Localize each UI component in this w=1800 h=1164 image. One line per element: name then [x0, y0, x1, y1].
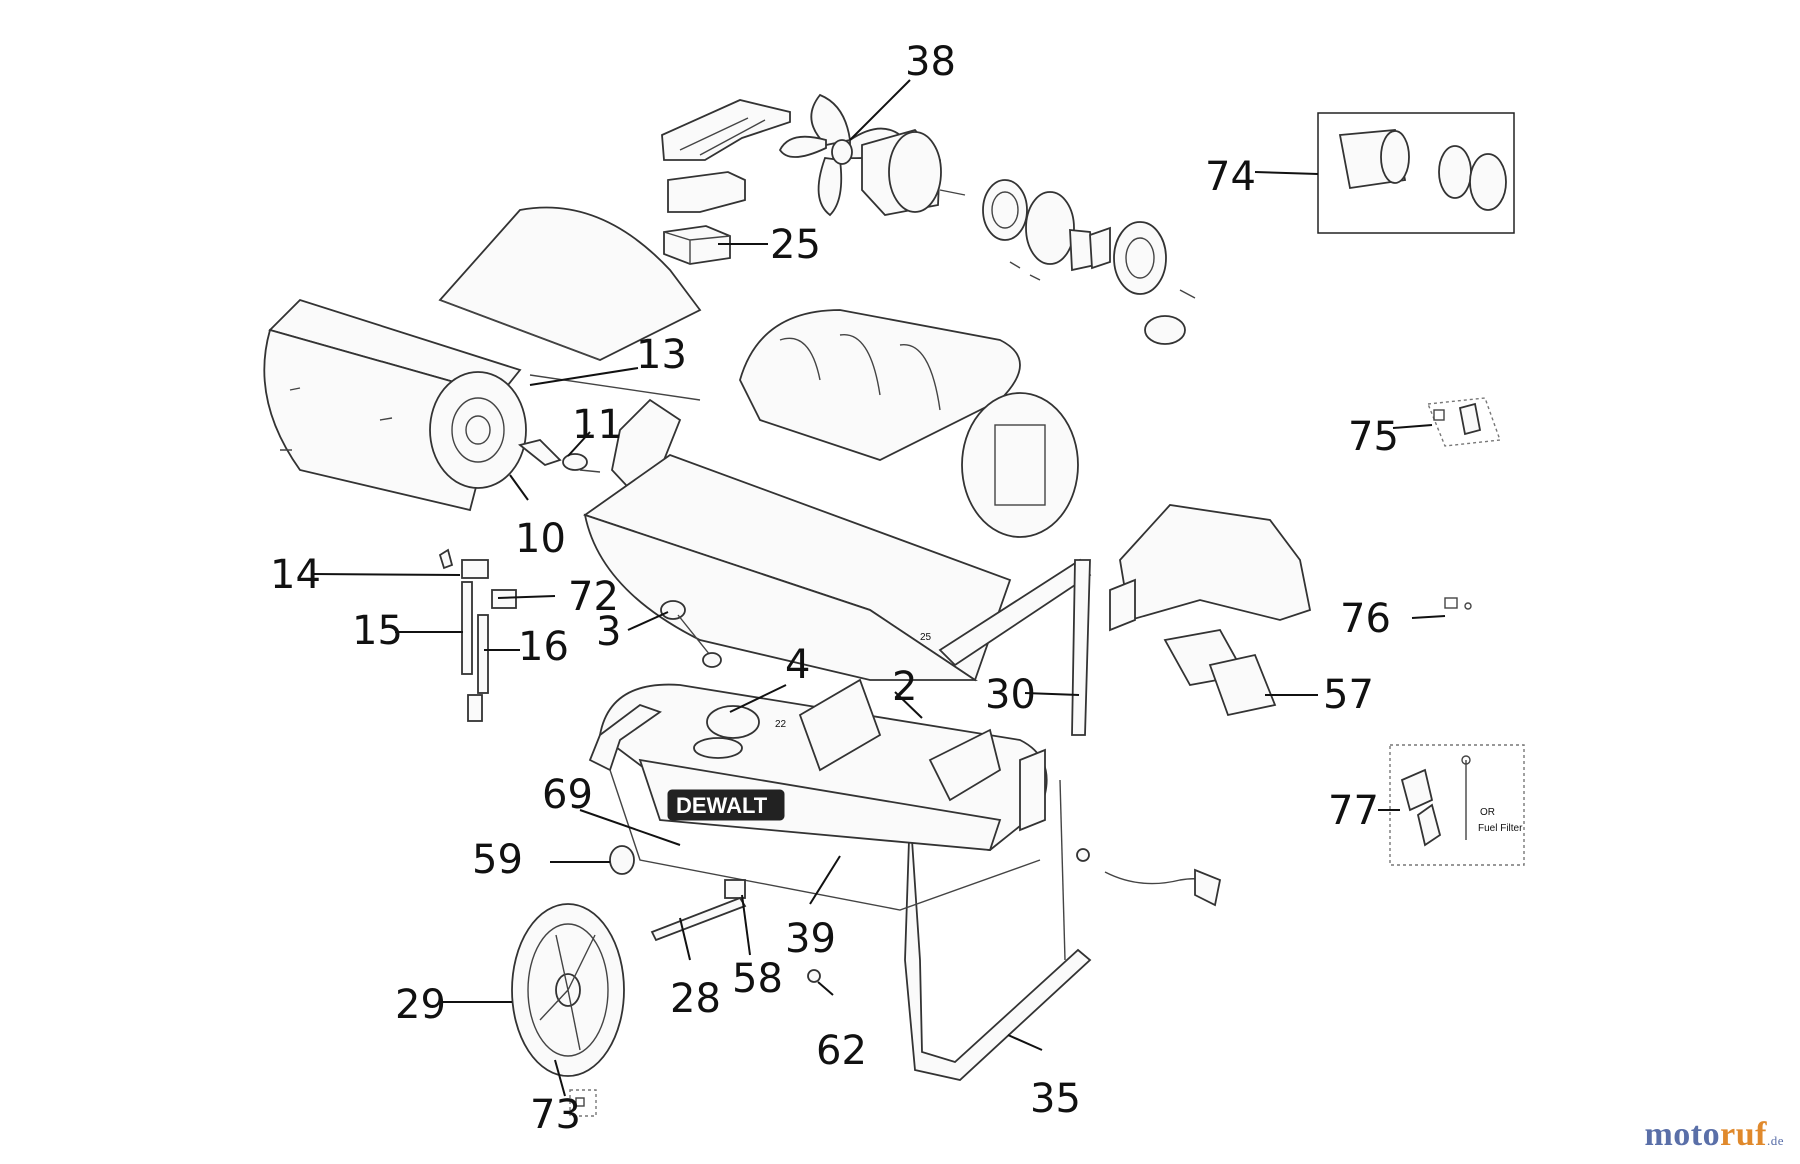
callout-25: 25 — [770, 222, 821, 268]
leader-lines — [311, 79, 1446, 1097]
lower-shell: 25 — [583, 453, 1012, 682]
callout-62: 62 — [816, 1028, 867, 1074]
kit-77: OR Fuel Filter — [1389, 744, 1525, 866]
callout-4: 4 — [785, 642, 810, 688]
cover-plates — [1163, 628, 1277, 717]
callout-69: 69 — [542, 772, 593, 818]
watermark-part-2: ruf — [1720, 1116, 1767, 1153]
callout-75: 75 — [1348, 414, 1399, 460]
kit-75 — [1427, 397, 1501, 447]
callout-38: 38 — [905, 39, 956, 85]
fuel-tank: DEWALT 22 — [599, 678, 1048, 851]
callout-11: 11 — [572, 402, 623, 448]
heat-shield-bracket — [661, 99, 791, 213]
screws-76 — [1444, 597, 1472, 610]
kit-or-label: OR — [1480, 807, 1495, 818]
callout-28: 28 — [670, 976, 721, 1022]
ignition-box — [663, 225, 731, 265]
callout-39: 39 — [785, 916, 836, 962]
watermark-part-1: moto — [1644, 1116, 1721, 1153]
watermark-suffix: .de — [1766, 1133, 1784, 1148]
stamp-b: 22 — [775, 719, 787, 730]
rear-handle — [1109, 504, 1312, 632]
callout-57: 57 — [1323, 672, 1374, 718]
callout-58: 58 — [732, 956, 783, 1002]
fan-housing-shell — [739, 309, 1079, 538]
callout-29: 29 — [395, 982, 446, 1028]
callout-35: 35 — [1030, 1076, 1081, 1122]
watermark-logo: motoruf.de — [1644, 1116, 1784, 1154]
small-parts — [609, 845, 1090, 983]
callout-15: 15 — [352, 608, 403, 654]
brand-text: DEWALT — [676, 793, 768, 818]
callout-74: 74 — [1205, 154, 1256, 200]
power-cord — [1104, 868, 1222, 907]
callout-10: 10 — [515, 516, 566, 562]
electrode-and-nozzle — [518, 374, 701, 502]
stand-frame — [588, 703, 1041, 911]
pump-assembly — [982, 179, 1196, 345]
upper-shell — [438, 206, 702, 361]
callout-77: 77 — [1328, 788, 1379, 834]
screws-73 — [569, 1089, 597, 1117]
fan-motor-assembly — [778, 93, 966, 217]
callout-16: 16 — [518, 624, 569, 670]
callout-13: 13 — [636, 332, 687, 378]
fuel-line-parts — [438, 548, 517, 722]
fuel-gauge — [660, 600, 722, 668]
callout-72: 72 — [568, 574, 619, 620]
handle-frame — [904, 558, 1092, 1081]
wheel — [511, 903, 625, 1077]
callout-59: 59 — [472, 837, 523, 883]
callout-73: 73 — [530, 1092, 581, 1138]
callout-numbers: 38 74 25 13 11 10 14 72 15 16 3 4 2 30 5… — [270, 39, 1399, 1138]
callout-30: 30 — [985, 672, 1036, 718]
motor-kit-box — [1317, 112, 1515, 234]
callout-2: 2 — [892, 664, 917, 710]
combustion-chamber — [263, 298, 527, 512]
callout-14: 14 — [270, 552, 321, 598]
stamp-a: 25 — [920, 632, 932, 643]
kit-filter-label: Fuel Filter — [1478, 823, 1523, 834]
callout-76: 76 — [1340, 596, 1391, 642]
callout-3: 3 — [596, 609, 621, 655]
